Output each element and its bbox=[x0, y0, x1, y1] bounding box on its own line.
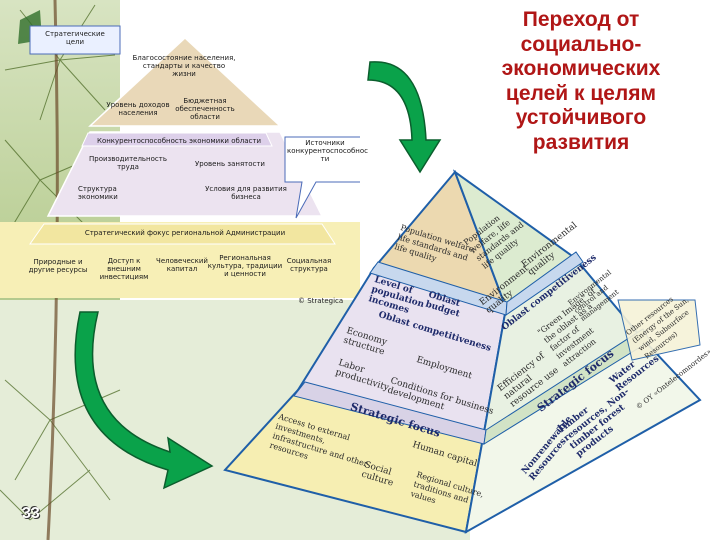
pyramid-band-competitiveness bbox=[81, 132, 273, 147]
strategic-goals-label: Стратегические цели bbox=[45, 30, 105, 46]
human-capital-label: Человеческий капитал bbox=[156, 257, 208, 273]
pyramid-band-focus bbox=[29, 223, 336, 245]
strategic-focus-label: Стратегический фокус региональной Админи… bbox=[84, 229, 286, 237]
page-number: 33 bbox=[22, 505, 40, 522]
wellbeing-label: Благосостояние населения, стандарты и ка… bbox=[132, 54, 236, 78]
flat-pyramid-copyright: © Strategica bbox=[298, 297, 344, 305]
budget-security-label: Бюджетная обеспеченность области bbox=[175, 97, 235, 121]
pyramid-tier-wellbeing bbox=[88, 36, 282, 127]
arrow-bottom bbox=[74, 311, 214, 490]
labor-productivity-label: Производительность труда bbox=[89, 155, 167, 171]
strategic-goals-box bbox=[29, 25, 121, 55]
regional-culture-label: Региональная культура, традиции и ценнос… bbox=[207, 254, 283, 278]
employment-level-label: Уровень занятости bbox=[195, 160, 265, 168]
sources-label: Источники конкурентоспособнос ти bbox=[287, 139, 369, 163]
flat-pyramid-diagram bbox=[0, 25, 360, 298]
social-structure-label: Социальная структура bbox=[286, 257, 332, 273]
arrow-top bbox=[367, 61, 442, 174]
pyramid-3d-comp-band-side bbox=[505, 251, 584, 317]
income-level-label: Уровень доходов населения bbox=[106, 101, 170, 117]
business-conditions-label: Условия для развития бизнеса bbox=[205, 185, 287, 201]
pyramid-tier-competitiveness bbox=[46, 131, 324, 217]
external-investments-label: Доступ к внешним инвестициям bbox=[99, 257, 149, 281]
side-callout-box bbox=[617, 299, 701, 361]
natural-resources-label: Природные и другие ресурсы bbox=[28, 258, 88, 274]
slide-title: Переход от социально-экономических целей… bbox=[501, 8, 661, 154]
economy-structure-label: Структура экономики bbox=[78, 185, 118, 201]
competitiveness-label: Конкурентоспособность экономики области bbox=[96, 137, 262, 145]
sources-callout bbox=[284, 136, 360, 219]
